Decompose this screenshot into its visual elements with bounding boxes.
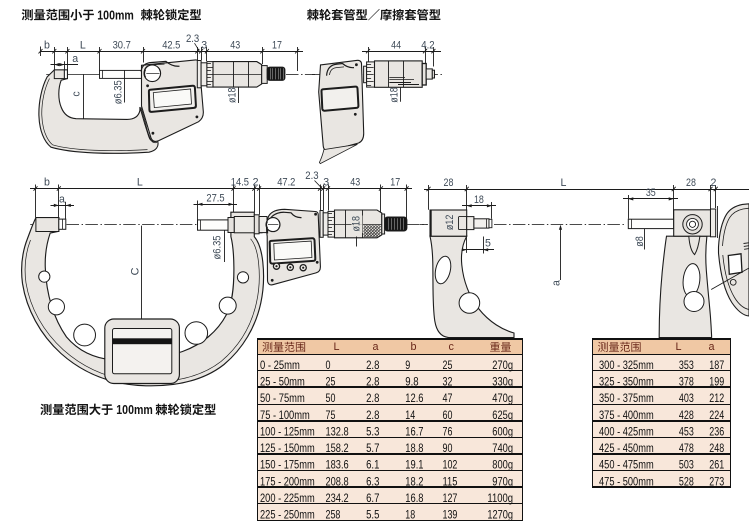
svg-text:43: 43 (230, 39, 240, 51)
svg-text:a: a (550, 280, 562, 286)
svg-text:28: 28 (686, 177, 696, 189)
svg-text:ø18: ø18 (388, 87, 400, 103)
svg-text:3: 3 (201, 39, 207, 51)
svg-text:a: a (72, 53, 78, 65)
svg-text:30.7: 30.7 (113, 39, 131, 51)
svg-text:42.5: 42.5 (162, 39, 180, 51)
svg-text:ø18: ø18 (350, 216, 362, 232)
svg-text:c: c (71, 91, 83, 97)
svg-text:44: 44 (391, 39, 401, 51)
svg-text:4.2: 4.2 (421, 39, 434, 51)
svg-text:18: 18 (474, 194, 484, 206)
svg-text:L: L (137, 177, 143, 189)
svg-text:2.3: 2.3 (186, 33, 199, 45)
svg-text:35: 35 (646, 187, 656, 199)
svg-text:43: 43 (350, 177, 360, 189)
svg-text:ø18: ø18 (226, 87, 238, 103)
svg-text:ø8: ø8 (634, 236, 646, 247)
svg-text:100mm: 100mm (97, 8, 134, 22)
svg-text:L: L (80, 39, 86, 51)
svg-text:b: b (44, 39, 50, 51)
svg-text:14.5: 14.5 (231, 177, 249, 189)
svg-text:ø6.35: ø6.35 (212, 235, 224, 259)
svg-text:100mm: 100mm (116, 403, 153, 417)
svg-text:47.2: 47.2 (277, 177, 295, 189)
svg-text:ø6.35: ø6.35 (112, 80, 124, 104)
svg-text:5: 5 (485, 237, 491, 249)
svg-text:2: 2 (711, 177, 717, 189)
svg-text:2: 2 (253, 177, 259, 189)
svg-text:L: L (560, 177, 566, 189)
svg-text:b: b (44, 177, 50, 189)
svg-text:C: C (129, 267, 141, 275)
svg-text:17: 17 (272, 39, 282, 51)
svg-text:17: 17 (390, 177, 400, 189)
svg-text:a: a (59, 194, 65, 206)
svg-text:3: 3 (323, 177, 329, 189)
svg-text:27.5: 27.5 (206, 193, 224, 205)
svg-text:28: 28 (444, 177, 454, 189)
svg-text:2.3: 2.3 (305, 170, 318, 182)
svg-text:ø12: ø12 (444, 215, 456, 231)
